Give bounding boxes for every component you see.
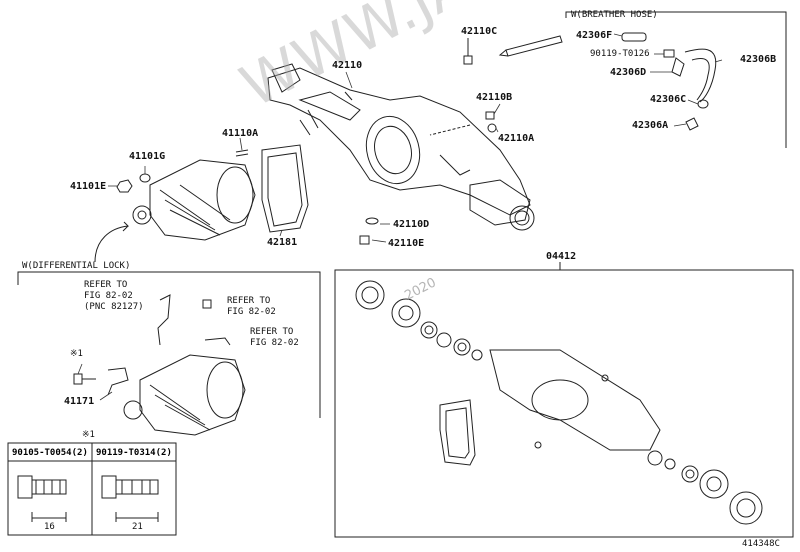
breather-box-title: W(BREATHER HOSE)	[571, 10, 658, 20]
callout-42306f[interactable]: 42306F	[576, 30, 613, 41]
callout-42110d[interactable]: 42110D	[393, 219, 430, 230]
plug-42110d[interactable]	[365, 217, 379, 225]
callout-42306b[interactable]: 42306B	[740, 54, 777, 65]
axle-housing-42110[interactable]	[267, 63, 535, 231]
clamp-42306a[interactable]	[685, 117, 699, 131]
diff-lock-bolt[interactable]	[73, 373, 96, 385]
bolt-table	[7, 442, 177, 536]
callout-42110[interactable]: 42110	[332, 60, 363, 71]
refer2-line1[interactable]: REFER TO	[227, 296, 271, 306]
callout-42306a[interactable]: 42306A	[632, 120, 669, 131]
union-42306f[interactable]	[621, 32, 647, 42]
refer1-line1[interactable]: REFER TO	[84, 280, 128, 290]
callout-90119-t0126[interactable]: 90119-T0126	[590, 49, 650, 59]
callout-42110c[interactable]: 42110C	[461, 26, 498, 37]
nut-41101e[interactable]	[116, 179, 133, 193]
callout-41101e[interactable]: 41101E	[70, 181, 107, 192]
gasket-kit-box-04412	[334, 262, 794, 538]
callout-42110a[interactable]: 42110A	[498, 133, 535, 144]
breather-hose-42306b[interactable]	[684, 48, 717, 103]
clip-42306d[interactable]	[671, 57, 685, 77]
bolt-table-star-mark: ※1	[82, 430, 95, 440]
callout-42181[interactable]: 42181	[267, 237, 298, 248]
callout-41171[interactable]: 41171	[64, 396, 95, 407]
diff-lock-arrow	[94, 221, 130, 263]
callout-42110e[interactable]: 42110E	[388, 238, 425, 249]
refer1-line2[interactable]: FIG 82-02	[84, 291, 133, 301]
bolt-table-col1-dim: 16	[44, 522, 55, 532]
washer-41101g[interactable]	[139, 173, 151, 183]
refer3-line2[interactable]: FIG 82-02	[250, 338, 299, 348]
callout-42306c[interactable]: 42306C	[650, 94, 687, 105]
stud-41110a[interactable]	[235, 149, 249, 157]
plug-42110e[interactable]	[359, 235, 370, 245]
bolt-table-col2-dim: 21	[132, 522, 143, 532]
bracket-41171[interactable]	[107, 367, 129, 396]
diff-lock-star-mark: ※1	[70, 349, 83, 359]
diff-lock-carrier[interactable]	[123, 294, 246, 436]
diff-lock-title: W(DIFFERENTIAL LOCK)	[22, 261, 131, 271]
callout-41101g[interactable]: 41101G	[129, 151, 166, 162]
callout-42306d[interactable]: 42306D	[610, 67, 647, 78]
refer1-line3[interactable]: (PNC 82127)	[84, 302, 144, 312]
breather-arrow	[498, 35, 563, 57]
figure-id: 414348C	[742, 539, 780, 549]
breather-hose-box	[565, 11, 787, 148]
refer3-line1[interactable]: REFER TO	[250, 327, 294, 337]
clamp-42306c[interactable]	[697, 99, 709, 109]
bolt-90119-t0126[interactable]	[663, 49, 675, 58]
callout-04412[interactable]: 04412	[546, 251, 577, 262]
gasket-kit-04412[interactable]	[355, 280, 763, 525]
gasket-42181[interactable]	[261, 144, 309, 233]
breather-plug-42110c[interactable]	[463, 38, 473, 65]
bolt-table-col2-header[interactable]: 90119-T0314(2)	[96, 448, 172, 458]
bolt-table-col1-header[interactable]: 90105-T0054(2)	[12, 448, 88, 458]
plug-42110b[interactable]	[485, 111, 497, 133]
diff-lock-box	[17, 271, 321, 418]
bolt-90105-t0054-icon	[17, 475, 67, 522]
differential-carrier[interactable]	[132, 159, 256, 241]
callout-42110b[interactable]: 42110B	[476, 92, 513, 103]
refer2-line2[interactable]: FIG 82-02	[227, 307, 276, 317]
leader-lines	[77, 33, 723, 401]
bolt-90119-t0314-icon	[101, 475, 159, 522]
callout-41110a[interactable]: 41110A	[222, 128, 259, 139]
